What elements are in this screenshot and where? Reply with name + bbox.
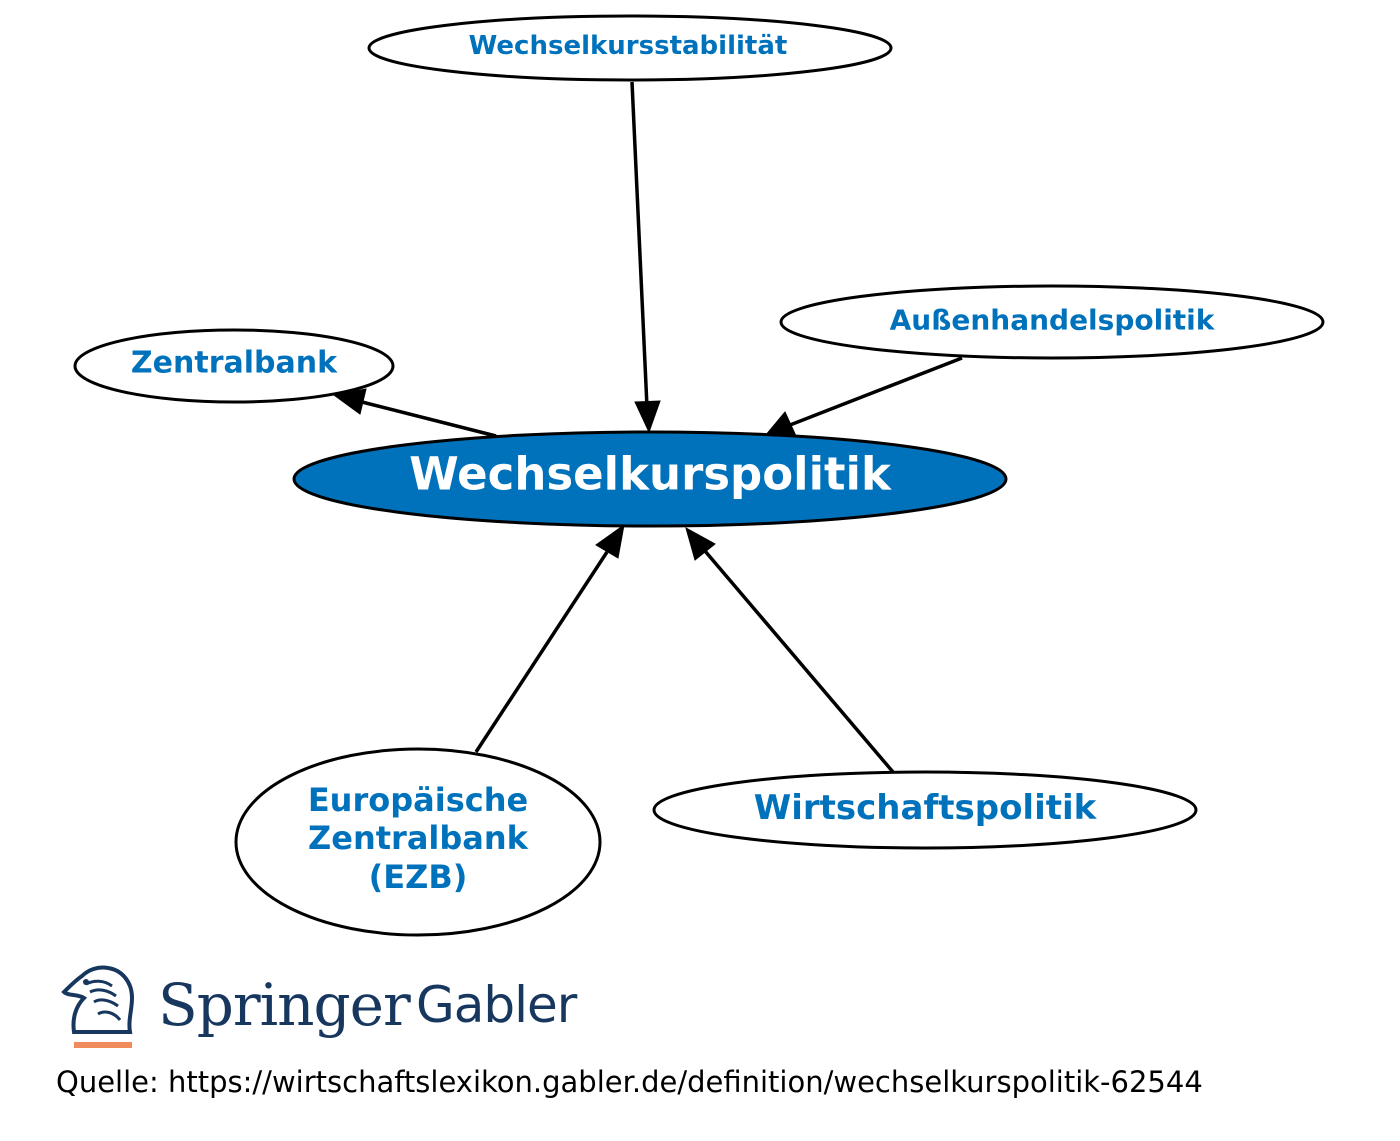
- arrowhead-ezb: [595, 523, 625, 559]
- edge-aussenhandelspolitik-to-center: [789, 356, 963, 427]
- source-citation: Quelle: https://wirtschaftslexikon.gable…: [56, 1065, 1203, 1099]
- node-aussenhandelspolitik[interactable]: Außenhandelspolitik: [779, 284, 1325, 360]
- node-ezb[interactable]: Europäische Zentralbank (EZB): [234, 747, 602, 937]
- node-central-label: Wechselkurspolitik: [409, 448, 892, 501]
- logo-brand-springer: Springer: [158, 971, 411, 1039]
- edges: [332, 81, 963, 774]
- edge-wirtschaftspolitik-to-center: [703, 549, 895, 774]
- node-aussenhandelspolitik-shape: [779, 284, 1325, 360]
- logo-underline: [74, 1042, 132, 1048]
- logo-imprint-gabler: Gabler: [416, 976, 577, 1034]
- node-ezb-label-line-1: Europäische: [308, 781, 528, 819]
- node-ezb-label-line-2: Zentralbank: [308, 819, 529, 857]
- node-zentralbank-shape: [73, 328, 395, 404]
- edge-ezb-to-center: [474, 551, 609, 753]
- node-ezb-shape: [234, 747, 602, 937]
- node-wirtschaftspolitik-label: Wirtschaftspolitik: [754, 788, 1098, 828]
- node-aussenhandelspolitik-label: Außenhandelspolitik: [890, 304, 1216, 337]
- node-wechselkursstabilitaet[interactable]: Wechselkursstabilität: [367, 14, 893, 82]
- node-wirtschaftspolitik[interactable]: Wirtschaftspolitik: [652, 770, 1198, 850]
- node-central-shape: [292, 430, 1008, 528]
- edge-wechselkursstabilitaet-to-center: [630, 81, 649, 408]
- node-wechselkursstabilitaet-shape: [367, 14, 893, 82]
- horse-head-icon: [61, 965, 135, 1034]
- springer-gabler-logo: Springer Gabler: [58, 960, 598, 1055]
- edge-center-to-zentralbank: [361, 400, 497, 438]
- arrowhead-wechselkursstabilitaet: [634, 400, 661, 434]
- node-wirtschaftspolitik-shape: [652, 770, 1198, 850]
- node-central-wechselkurspolitik[interactable]: Wechselkurspolitik: [292, 430, 1008, 528]
- node-zentralbank-label: Zentralbank: [131, 346, 338, 381]
- node-zentralbank[interactable]: Zentralbank: [73, 328, 395, 404]
- arrowhead-wirtschaftspolitik: [685, 526, 716, 561]
- node-wechselkursstabilitaet-label: Wechselkursstabilität: [469, 31, 788, 61]
- node-ezb-label-line-3: (EZB): [369, 858, 468, 896]
